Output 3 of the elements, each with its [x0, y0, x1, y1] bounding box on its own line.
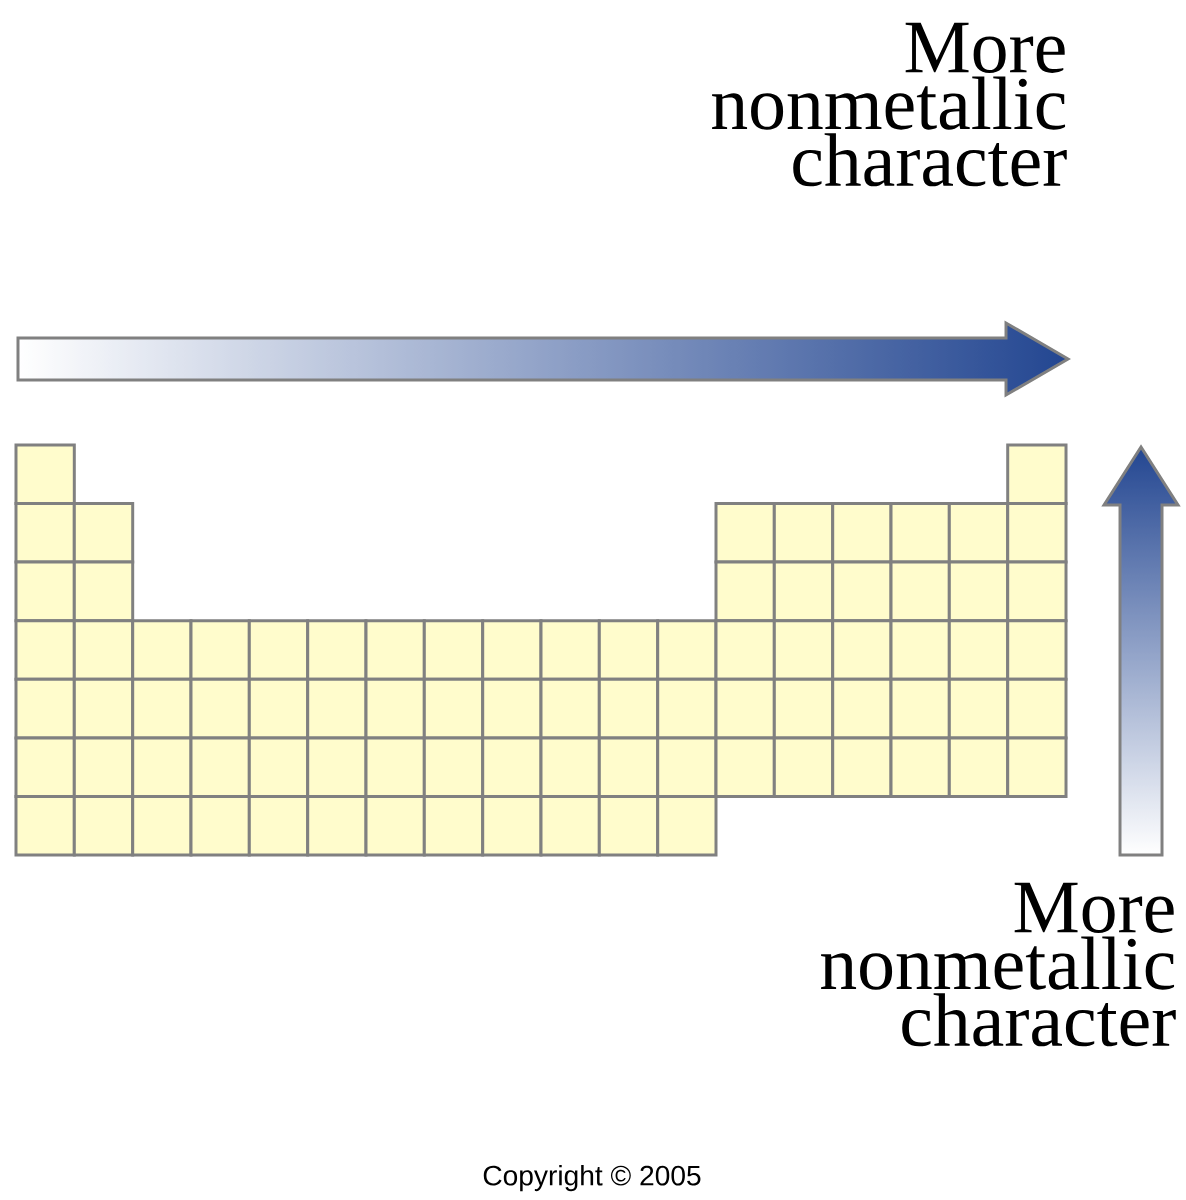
axis-label: More nonmetallic character	[821, 882, 1176, 1047]
axis-label: More nonmetallic character	[712, 22, 1067, 187]
copyright-note: Copyright © 2005	[483, 1164, 701, 1192]
